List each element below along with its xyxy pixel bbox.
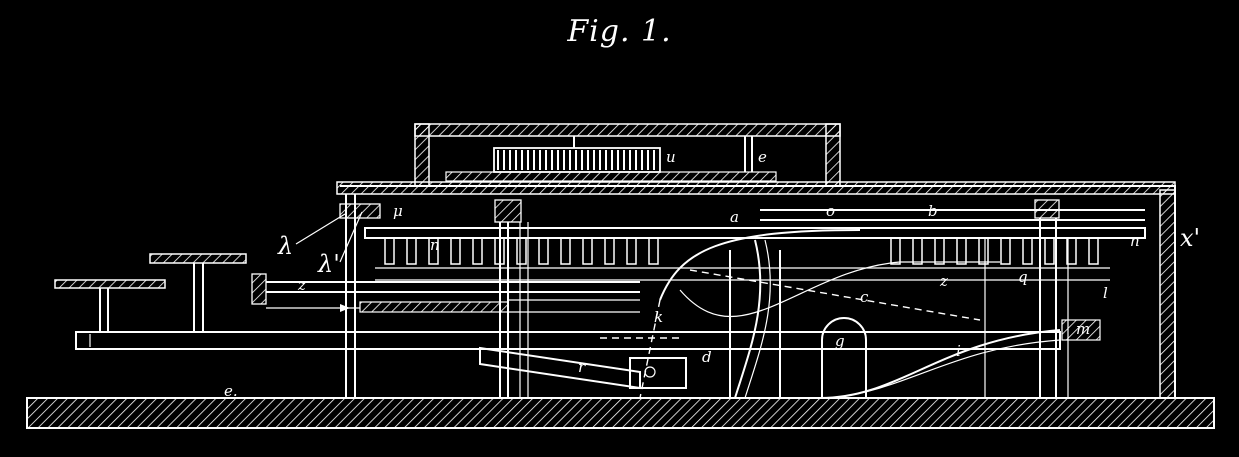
- label-n-left: n: [430, 236, 440, 254]
- main-housing: [336, 181, 1176, 399]
- label-i: i: [956, 342, 961, 360]
- label-d: d: [702, 348, 712, 366]
- label-b: b: [928, 202, 938, 220]
- label-lambda: λ: [277, 232, 293, 260]
- label-m: m: [1076, 320, 1090, 338]
- lever-r: [479, 346, 687, 390]
- label-lambda-prime: λ': [317, 250, 340, 278]
- label-e-top: e: [758, 148, 767, 166]
- label-k: k: [654, 308, 663, 326]
- cam-curves: [639, 229, 1061, 399]
- left-stands: [54, 253, 247, 332]
- label-mu: μ: [393, 202, 403, 220]
- spindle-rods: [251, 273, 680, 339]
- label-u: u: [666, 148, 676, 166]
- label-c: c: [860, 288, 869, 306]
- label-l: l: [1103, 284, 1108, 302]
- ground-slab: [26, 397, 1215, 429]
- label-o: o: [826, 202, 835, 220]
- comb-row: [339, 199, 1146, 281]
- label-n-right: n: [1130, 232, 1140, 250]
- label-x-prime: x': [1180, 224, 1200, 252]
- label-z-right: z: [939, 272, 948, 290]
- label-g: g: [835, 332, 845, 350]
- arch-g: [821, 317, 867, 398]
- vertical-posts: [345, 194, 1101, 398]
- label-q: q: [1018, 268, 1028, 286]
- label-a: a: [730, 208, 739, 226]
- label-z: z: [297, 276, 306, 294]
- figure-title: Fig. 1.: [567, 14, 672, 49]
- label-r: r: [578, 358, 586, 376]
- gear-teeth: [497, 150, 655, 170]
- label-ground: e.: [224, 382, 238, 400]
- part-labels: λ λ' μ n u e z b a o c d g i k l m n q r…: [224, 148, 1200, 400]
- upper-housing: [414, 123, 841, 187]
- bed-beam: [75, 331, 1061, 350]
